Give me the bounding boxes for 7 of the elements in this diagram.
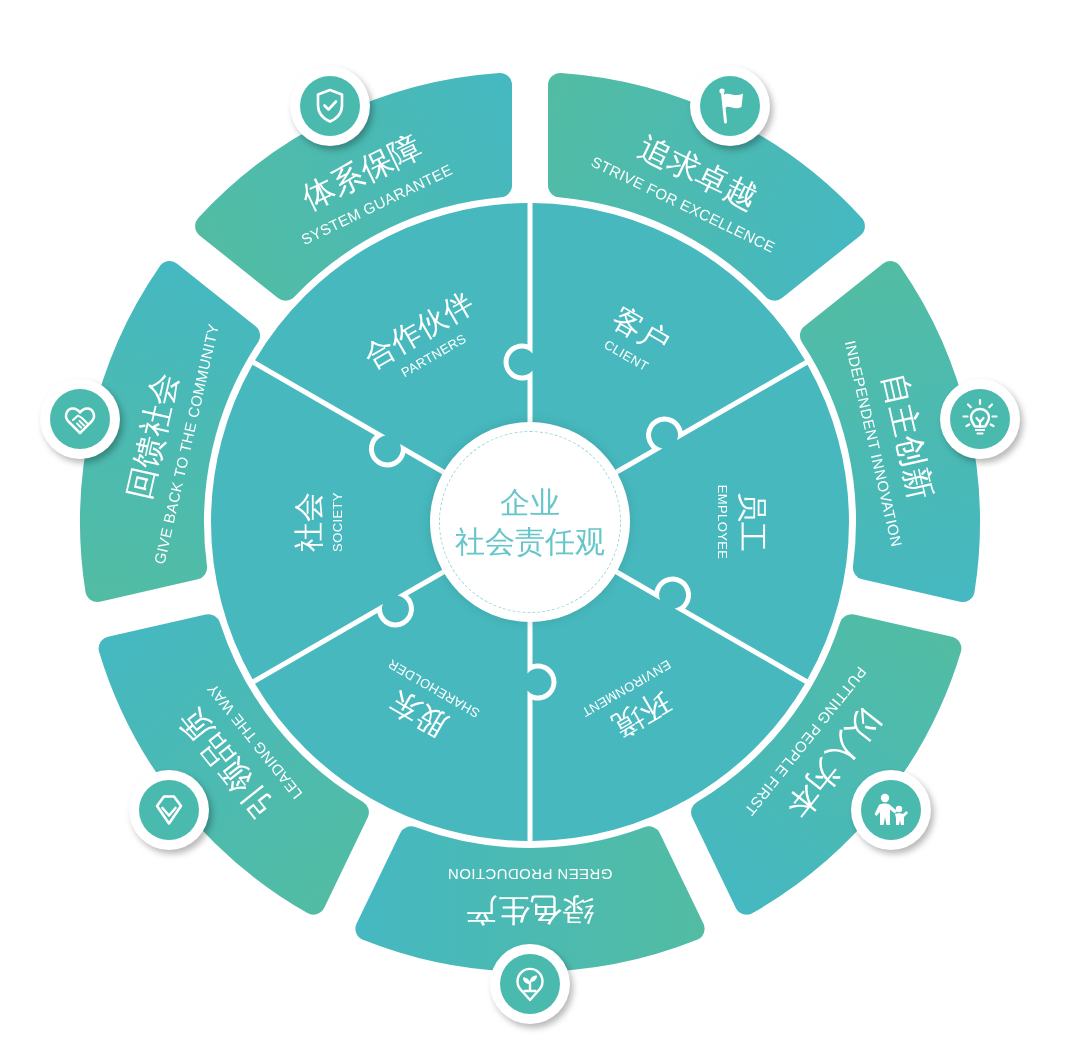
piece-title: 社会 [291, 492, 325, 552]
piece-subtitle: SOCIETY [330, 492, 346, 552]
segment-title: 绿色生产 [466, 891, 594, 927]
piece-title: 员工 [735, 492, 769, 552]
center-title: 企业社会责任观 [455, 485, 605, 560]
piece-subtitle: EMPLOYEE [714, 484, 730, 560]
segment-subtitle: GREEN PRODUCTION [447, 865, 613, 883]
